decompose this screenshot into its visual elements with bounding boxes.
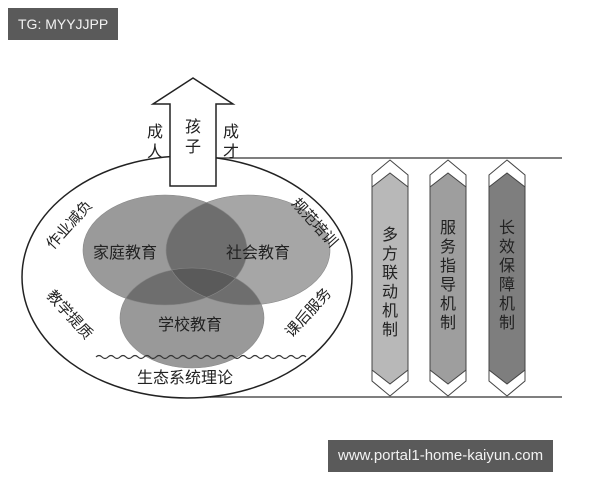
mechanism-2-char-3: 指 — [440, 256, 456, 275]
mechanism-2-char-1: 服 — [440, 218, 456, 237]
mechanism-2-char-5: 机 — [440, 294, 456, 313]
mechanism-2-char-6: 制 — [440, 313, 456, 332]
mechanism-1-char-6: 制 — [382, 320, 398, 339]
arrow-label-talent-1: 成 — [223, 122, 239, 141]
arrow-label-child-2: 子 — [185, 137, 201, 156]
mechanism-3-char-1: 长 — [499, 218, 515, 237]
mechanism-1-char-5: 机 — [382, 301, 398, 320]
mechanism-3-char-4: 障 — [499, 275, 515, 294]
mechanism-3-char-3: 保 — [499, 256, 515, 275]
watermark-bottom-right: www.portal1-home-kaiyun.com — [328, 440, 554, 472]
mechanism-3-char-2: 效 — [499, 237, 515, 256]
venn-label-school: 学校教育 — [158, 315, 222, 334]
venn-diagram: 家庭教育 社会教育 学校教育 — [82, 194, 331, 369]
ring-label-ecosystem-theory: 生态系统理论 — [137, 368, 233, 387]
arrow-label-child-1: 孩 — [185, 117, 201, 136]
mechanism-3-char-6: 制 — [499, 313, 515, 332]
mechanism-1-char-4: 动 — [382, 282, 398, 301]
mechanism-2-char-2: 务 — [440, 237, 456, 256]
mechanism-1-char-3: 联 — [382, 263, 398, 282]
mechanism-2-char-4: 导 — [440, 275, 456, 294]
mechanism-3-char-5: 机 — [499, 294, 515, 313]
wavy-underline — [95, 354, 307, 360]
venn-label-family: 家庭教育 — [93, 243, 157, 262]
mechanism-1-char-1: 多 — [382, 225, 398, 244]
arrow-label-adult-1: 成 — [147, 122, 163, 141]
mechanism-column-service-guidance — [429, 159, 467, 397]
arrow-label-talent-2: 才 — [223, 142, 239, 161]
watermark-top-left: TG: MYYJJPP — [8, 8, 119, 40]
mechanism-column-multi-party — [371, 159, 409, 397]
mechanism-1-char-2: 方 — [382, 244, 398, 263]
mechanism-column-long-term-guarantee — [488, 159, 526, 397]
arrow-label-adult-2: 人 — [147, 142, 163, 161]
growth-arrow — [150, 77, 236, 187]
venn-label-society: 社会教育 — [226, 243, 290, 262]
